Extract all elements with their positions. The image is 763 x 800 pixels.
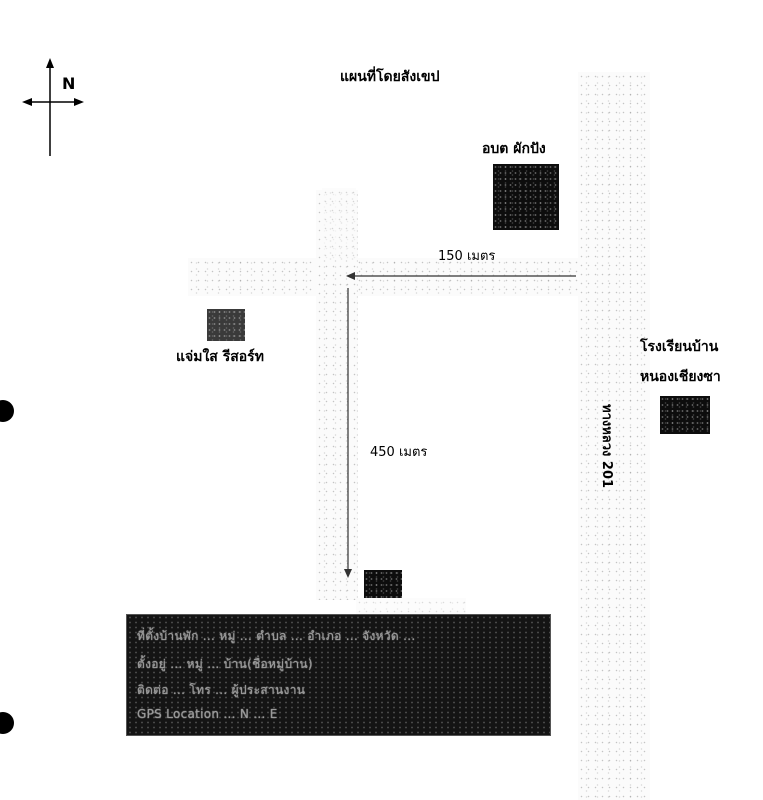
binder-hole-bottom: [0, 712, 14, 734]
school-building: [660, 396, 710, 434]
compass-icon: [22, 58, 84, 156]
highway-201-road: [578, 72, 650, 800]
info-box: ที่ตั้งบ้านพัก ... หมู่ ... ตำบล ... อำเ…: [126, 614, 551, 736]
resort-building: [207, 309, 245, 341]
obt-building: [493, 164, 559, 230]
binder-hole-top: [0, 400, 14, 422]
info-line-2: ตั้งอยู่ ... หมู่ ... บ้าน(ชื่อหมู่บ้าน): [137, 657, 313, 671]
distance-west-label: 150 เมตร: [438, 249, 496, 264]
school-label-line2: หนองเชียงซา: [640, 369, 721, 385]
lane-stub-top: [322, 188, 356, 260]
east-west-road: [188, 258, 580, 296]
school-label-line1: โรงเรียนบ้าน: [640, 339, 719, 355]
resort-label: แจ่มใส รีสอร์ท: [176, 349, 264, 365]
info-line-1: ที่ตั้งบ้านพัก ... หมู่ ... ตำบล ... อำเ…: [137, 629, 416, 643]
north-label: N: [62, 74, 76, 93]
obt-label: อบต ผักปัง: [482, 141, 546, 157]
map-title: แผนที่โดยสังเขป: [340, 69, 440, 85]
info-line-4: GPS Location ... N ... E: [137, 707, 278, 721]
distance-south-label: 450 เมตร: [370, 445, 428, 460]
lane-stub-bottom: [356, 598, 466, 614]
info-line-3: ติดต่อ ... โทร ... ผู้ประสานงาน: [137, 683, 306, 697]
destination-building: [364, 570, 402, 598]
